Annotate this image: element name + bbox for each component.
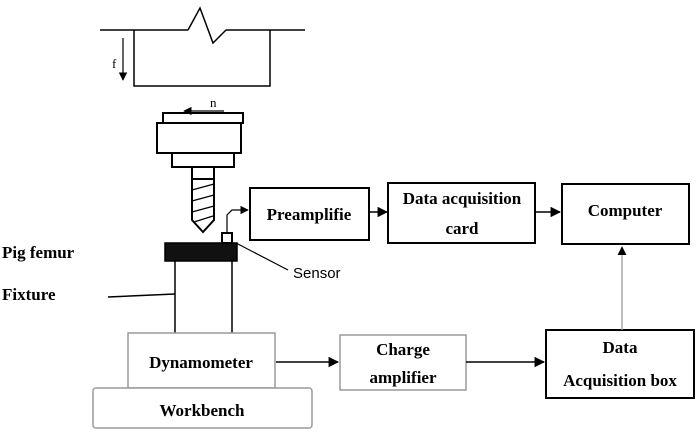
charge-amplifier-label-1: Charge	[376, 340, 430, 359]
sensor-leader	[235, 242, 289, 271]
feed-label: f	[112, 56, 117, 71]
pig-femur-specimen	[164, 242, 238, 262]
data-acquisition-card-label-2: card	[445, 219, 479, 238]
preamplifier-label: Preamplifie	[267, 205, 352, 224]
charge-amplifier-box	[339, 334, 467, 391]
workbench-label: Workbench	[159, 401, 245, 420]
sensor-label: Sensor	[293, 265, 341, 282]
workbench-box	[92, 387, 313, 429]
data-acquisition-card-box	[387, 182, 536, 244]
data-acquisition-box-label-2: Acquisition box	[563, 371, 677, 390]
charge-amplifier-label-2: amplifier	[369, 368, 436, 387]
computer-box	[561, 183, 690, 245]
drill-bit	[191, 166, 215, 234]
dynamometer-label: Dynamometer	[149, 353, 253, 372]
data-acquisition-box-label-1: Data	[603, 338, 638, 357]
data-acquisition-card-label-1: Data acquisition	[403, 189, 522, 208]
computer-label: Computer	[588, 201, 663, 220]
sensor-wire	[226, 205, 249, 233]
data-acquisition-box	[545, 329, 695, 399]
rotation-label: n	[210, 95, 217, 110]
sensor-element	[221, 232, 233, 244]
fixture-label: Fixture	[2, 285, 56, 304]
preamplifier-box	[249, 187, 370, 241]
pig-femur-label: Pig femur	[2, 243, 75, 262]
spindle-head	[100, 6, 305, 168]
fixture-leader	[107, 293, 176, 298]
